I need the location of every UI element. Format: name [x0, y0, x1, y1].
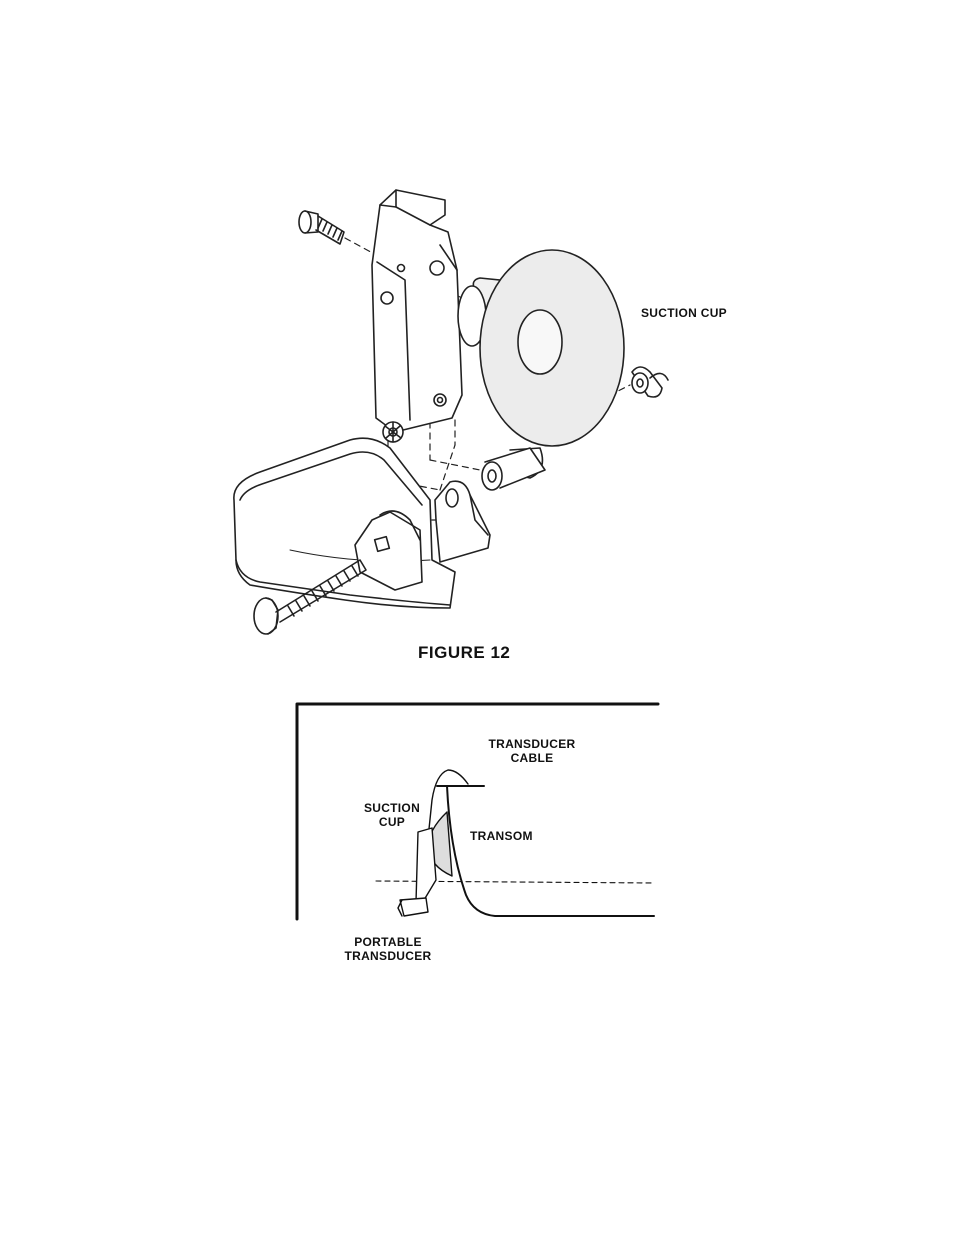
- portable-transducer-label: PORTABLE TRANSDUCER: [344, 935, 432, 963]
- transom-bracket: [415, 827, 437, 903]
- portable-transducer-body: [399, 897, 429, 917]
- figure-12-exploded-diagram: [233, 189, 669, 635]
- figure-13-frame: [295, 702, 660, 921]
- transom-suction-cup-label: SUCTION CUP: [363, 801, 421, 829]
- spacer-tube: [481, 447, 546, 491]
- wing-nut: [631, 366, 669, 398]
- bracket-screw: [298, 210, 345, 245]
- figure-12-caption: FIGURE 12: [418, 643, 511, 662]
- mounting-bracket: [371, 189, 463, 443]
- carriage-bolt: [253, 559, 367, 635]
- suction-cup: [457, 249, 625, 479]
- suction-cup-label: SUCTION CUP: [641, 306, 727, 320]
- transom-label: TRANSOM: [470, 829, 533, 843]
- boat-transom: [436, 785, 655, 917]
- transducer-housing: [233, 437, 491, 609]
- transducer-cable: [419, 769, 469, 899]
- transducer-cable-label: TRANSDUCER CABLE: [488, 737, 576, 765]
